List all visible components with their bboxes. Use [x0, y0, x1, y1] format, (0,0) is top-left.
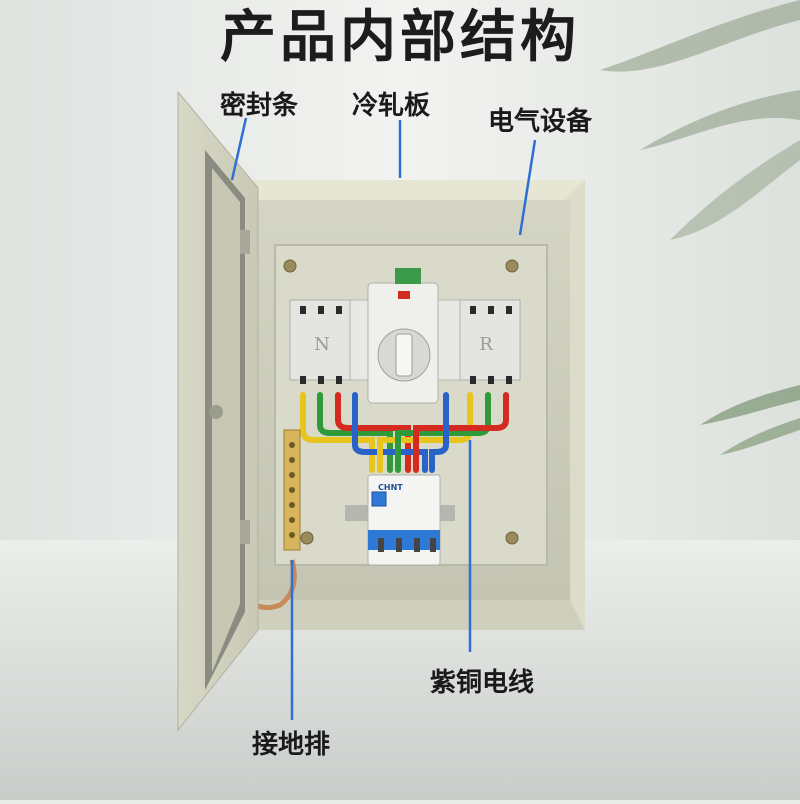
plant-leaves: [600, 0, 800, 455]
terminal-block-green: [395, 268, 421, 284]
breaker-brand: CHNT: [378, 483, 403, 492]
callout-ground-bar: 接地排: [252, 730, 331, 760]
callout-electrical-equipment: 电气设备: [488, 107, 593, 137]
cabinet-top-rim: [245, 180, 585, 205]
copper-wires: [300, 392, 509, 473]
callout-lines: [230, 117, 537, 720]
callout-seal-strip: 密封条: [220, 91, 299, 121]
cabinet-bottom-rim: [245, 600, 585, 630]
switch-mark-right: R: [479, 334, 493, 355]
transfer-switch: N R: [289, 268, 521, 404]
circuit-breaker: CHNT: [367, 474, 441, 566]
door-lock: [209, 405, 223, 419]
callout-copper-wire: 紫铜电线: [430, 668, 535, 698]
indicator-light: [398, 291, 410, 299]
cabinet-door: [177, 90, 259, 732]
switch-mark-left: N: [314, 334, 330, 355]
plate-screws: [283, 259, 519, 545]
page-title: 产品内部结构: [220, 5, 580, 70]
callout-cold-rolled-plate: 冷轧板: [352, 91, 431, 121]
